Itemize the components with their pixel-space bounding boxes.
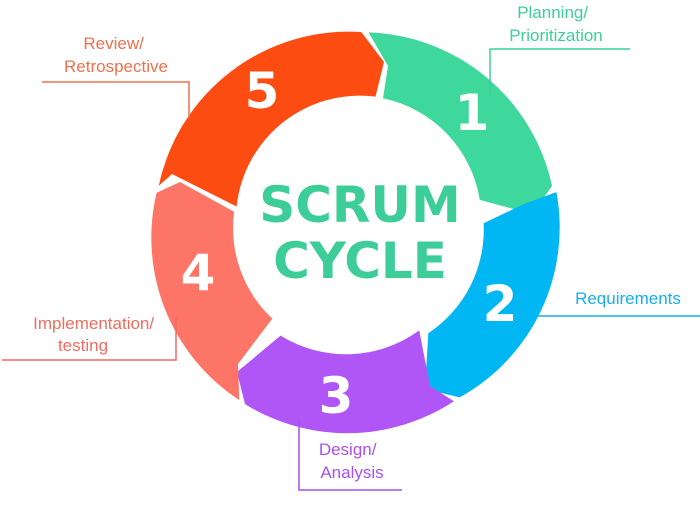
stage-1-leader-line — [489, 48, 630, 95]
center-title-line-1: SCRUM — [259, 176, 461, 234]
stage-4-leader-line — [2, 318, 177, 361]
stage-5-number: 5 — [245, 62, 280, 120]
stage-1-number: 1 — [455, 84, 490, 142]
center-title: SCRUM CYCLE — [259, 176, 461, 290]
stage-1-segment — [368, 32, 552, 215]
stage-labels: Planning/ Prioritization Requirements De… — [33, 3, 681, 482]
stage-5-label: Review/ Retrospective — [64, 34, 168, 76]
stage-2-label: Requirements — [575, 289, 681, 308]
stage-4-label: Implementation/ testing — [33, 314, 159, 355]
stage-2-number: 2 — [483, 275, 518, 333]
leader-lines — [2, 48, 700, 491]
stage-2-segment — [425, 192, 560, 398]
center-title-line-2: CYCLE — [273, 232, 447, 290]
stage-3-number: 3 — [319, 367, 354, 425]
cycle-ring — [151, 31, 560, 434]
stage-3-label: Design/ Analysis — [319, 440, 384, 482]
stage-5-segment — [158, 31, 384, 207]
stage-4-segment — [151, 182, 273, 401]
stage-numbers: 1 2 3 4 5 — [181, 62, 518, 425]
stage-5-leader-line — [42, 81, 190, 118]
stage-1-label: Planning/ Prioritization — [509, 3, 603, 45]
stage-4-number: 4 — [181, 244, 216, 302]
stage-3-segment — [237, 330, 454, 434]
stage-3-leader-line — [298, 420, 402, 491]
